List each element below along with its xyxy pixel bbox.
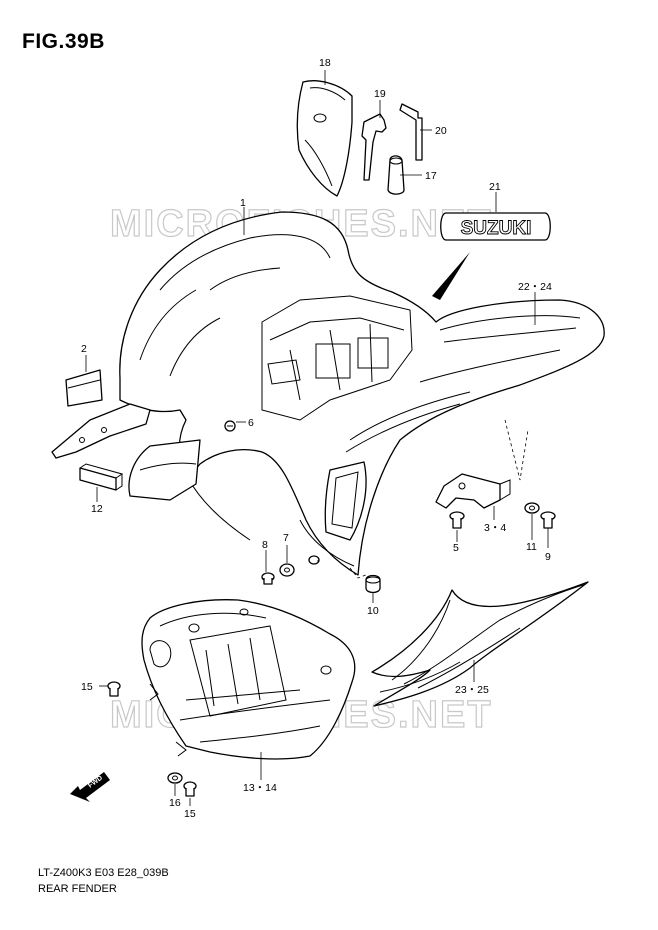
callout-2: 2: [81, 343, 87, 355]
callout-23-25: 23・25: [455, 684, 489, 696]
part-21-emblem: SUZUKI: [440, 212, 551, 241]
callout-5: 5: [453, 542, 459, 554]
part-12-block: [79, 463, 124, 491]
callout-11: 11: [526, 541, 537, 553]
part-3-4-bracket: [435, 473, 511, 509]
callout-3-4: 3・4: [484, 522, 506, 534]
part-5-bolt: [449, 511, 465, 529]
part-1-rear-fender: [119, 211, 605, 576]
part-15-screw-b: [183, 781, 197, 797]
callout-22-24: 22・24: [518, 281, 552, 293]
callout-7: 7: [283, 532, 289, 544]
callout-1: 1: [240, 197, 246, 209]
callout-15-a: 15: [81, 681, 93, 693]
footer-name: REAR FENDER: [38, 883, 117, 895]
part-19-spanner: [361, 113, 387, 181]
callouts: 18 19 20 17 21 1 22・24 2 6 12 3・4 5 11 9…: [81, 57, 552, 820]
callout-10: 10: [367, 605, 379, 617]
callout-17: 17: [425, 170, 437, 182]
part-18-cover: [296, 80, 353, 197]
callout-20: 20: [435, 125, 447, 137]
part-2-pad: [65, 369, 103, 407]
part-20-hex-key: [399, 103, 423, 161]
callout-15-b: 15: [184, 808, 196, 820]
part-11-washer: [524, 502, 540, 514]
pointer-arrow: [432, 252, 470, 300]
emblem-text: SUZUKI: [461, 218, 532, 239]
callout-18: 18: [319, 57, 331, 69]
footer-code: LT-Z400K3 E03 E28_039B: [38, 867, 169, 879]
leader-lines: [85, 70, 549, 806]
part-13-14-mud-guard: [141, 599, 356, 760]
part-9-bolt: [540, 511, 556, 529]
callout-16: 16: [169, 797, 181, 809]
fwd-arrow: FWD: [70, 772, 110, 802]
callout-21: 21: [489, 181, 501, 193]
callout-12: 12: [91, 503, 103, 515]
callout-9: 9: [545, 551, 551, 563]
front-flap: [51, 403, 151, 459]
part-7-nut: [279, 563, 295, 577]
callout-8: 8: [262, 539, 268, 551]
part-17-plug: [387, 155, 405, 195]
callout-6: 6: [248, 417, 254, 429]
part-23-25-decal: [371, 581, 589, 707]
part-16-washer: [167, 772, 183, 784]
part-10-grommet: [365, 574, 381, 594]
callout-19: 19: [374, 88, 386, 100]
figure-title: FIG.39B: [22, 30, 105, 53]
part-8-grommet: [261, 572, 275, 585]
part-15-screw-a: [107, 681, 121, 697]
mount-hole: [308, 555, 320, 565]
callout-13-14: 13・14: [243, 782, 277, 794]
part-6-screw: [224, 420, 236, 432]
